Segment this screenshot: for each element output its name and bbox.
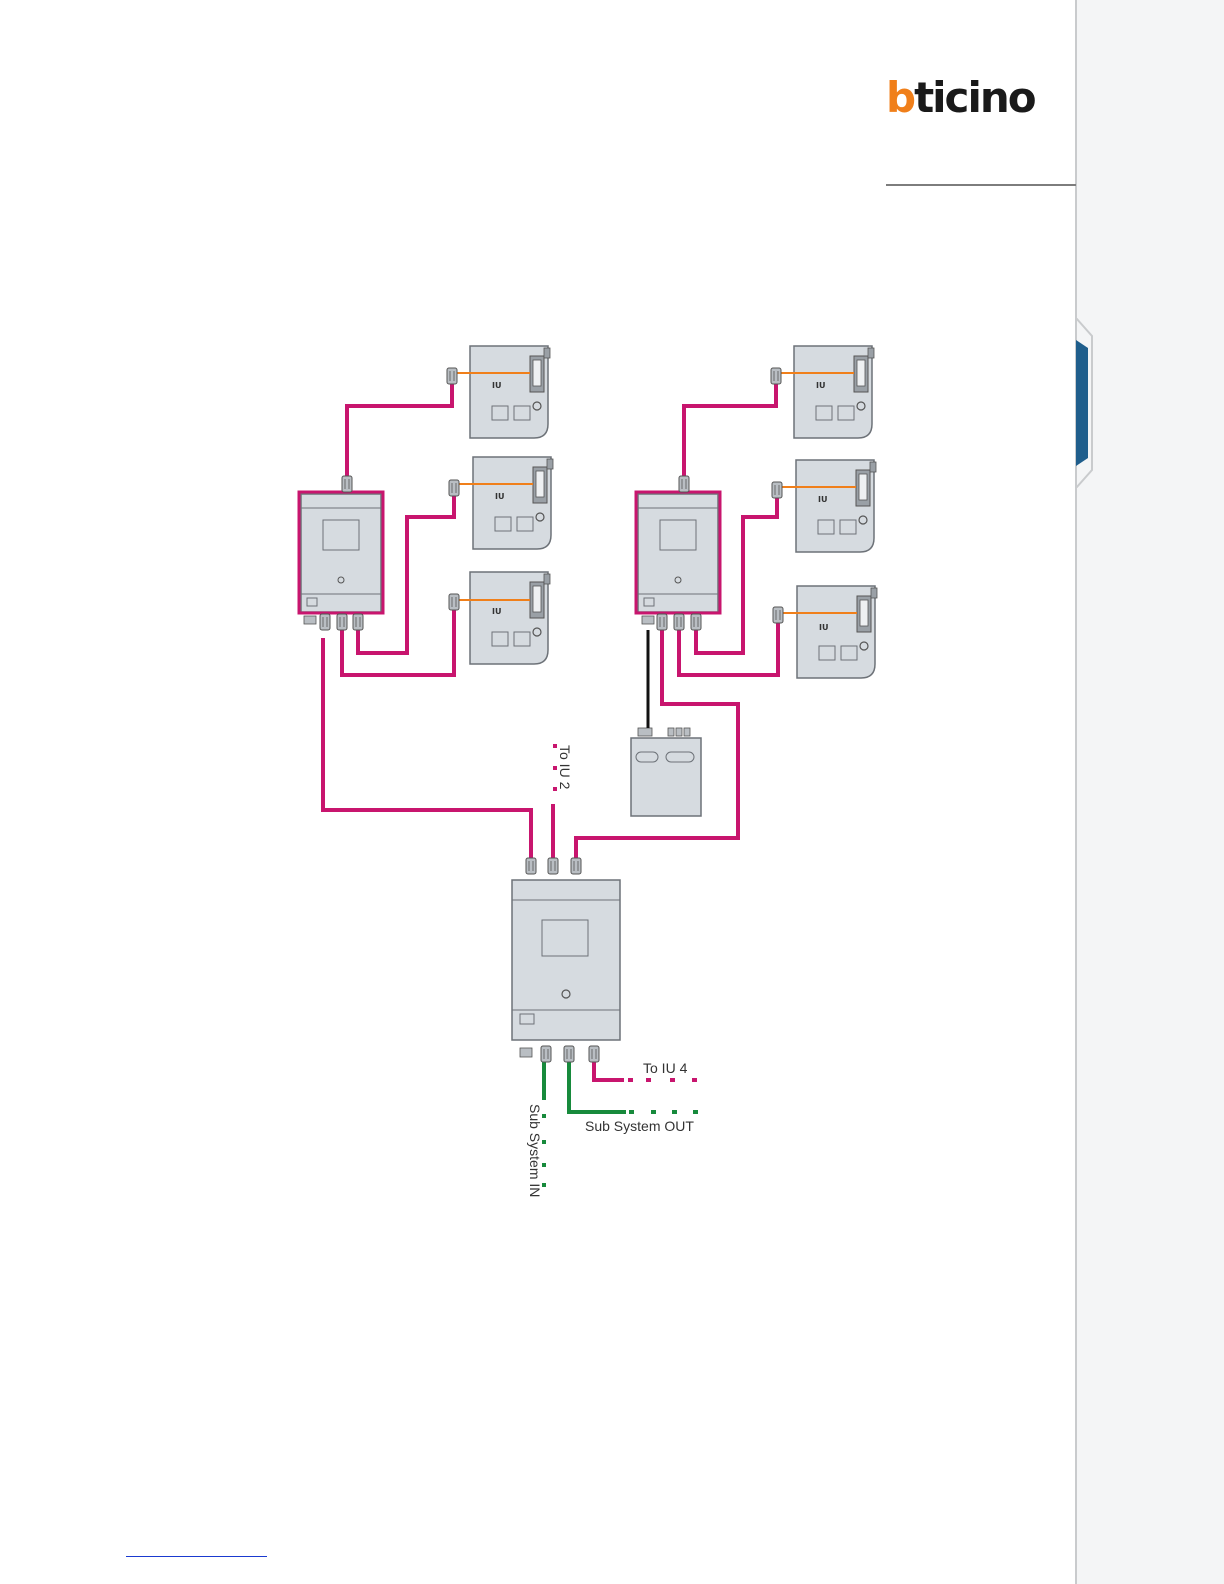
- sub-system-out-label: Sub System OUT: [585, 1118, 694, 1134]
- internal-unit: IU: [794, 346, 874, 438]
- wiring-diagram: IU IU IU IU IU IU: [290, 335, 900, 1215]
- internal-unit: IU: [797, 586, 877, 678]
- sub-system-in-label: Sub System IN: [527, 1104, 543, 1197]
- internal-unit: IU: [470, 572, 550, 664]
- svg-text:IU: IU: [819, 623, 828, 632]
- footer-link-rule: [126, 1556, 267, 1557]
- to-iu-4-label: To IU 4: [643, 1060, 688, 1076]
- logo-lettering: bticino: [886, 73, 1036, 122]
- svg-text:IU: IU: [816, 381, 825, 390]
- svg-text:IU: IU: [818, 495, 827, 504]
- interface-left: [299, 492, 383, 613]
- to-iu-2-label: To IU 2: [557, 745, 573, 790]
- bticino-logo: bticino: [886, 68, 1066, 128]
- power-supply: [631, 728, 701, 816]
- chapter-tab-icon[interactable]: [1070, 318, 1100, 488]
- svg-text:IU: IU: [492, 607, 501, 616]
- sidebar-edge: [1075, 0, 1077, 1584]
- right-sidebar: [1076, 0, 1224, 1584]
- internal-unit: IU: [470, 346, 550, 438]
- svg-text:IU: IU: [492, 381, 501, 390]
- svg-text:IU: IU: [495, 492, 504, 501]
- main-interface: [512, 880, 620, 1057]
- internal-unit: IU: [473, 457, 553, 549]
- header-rule: [886, 184, 1076, 186]
- internal-unit: IU: [796, 460, 876, 552]
- interface-right: [636, 492, 720, 613]
- riser-wiring: [544, 1062, 626, 1112]
